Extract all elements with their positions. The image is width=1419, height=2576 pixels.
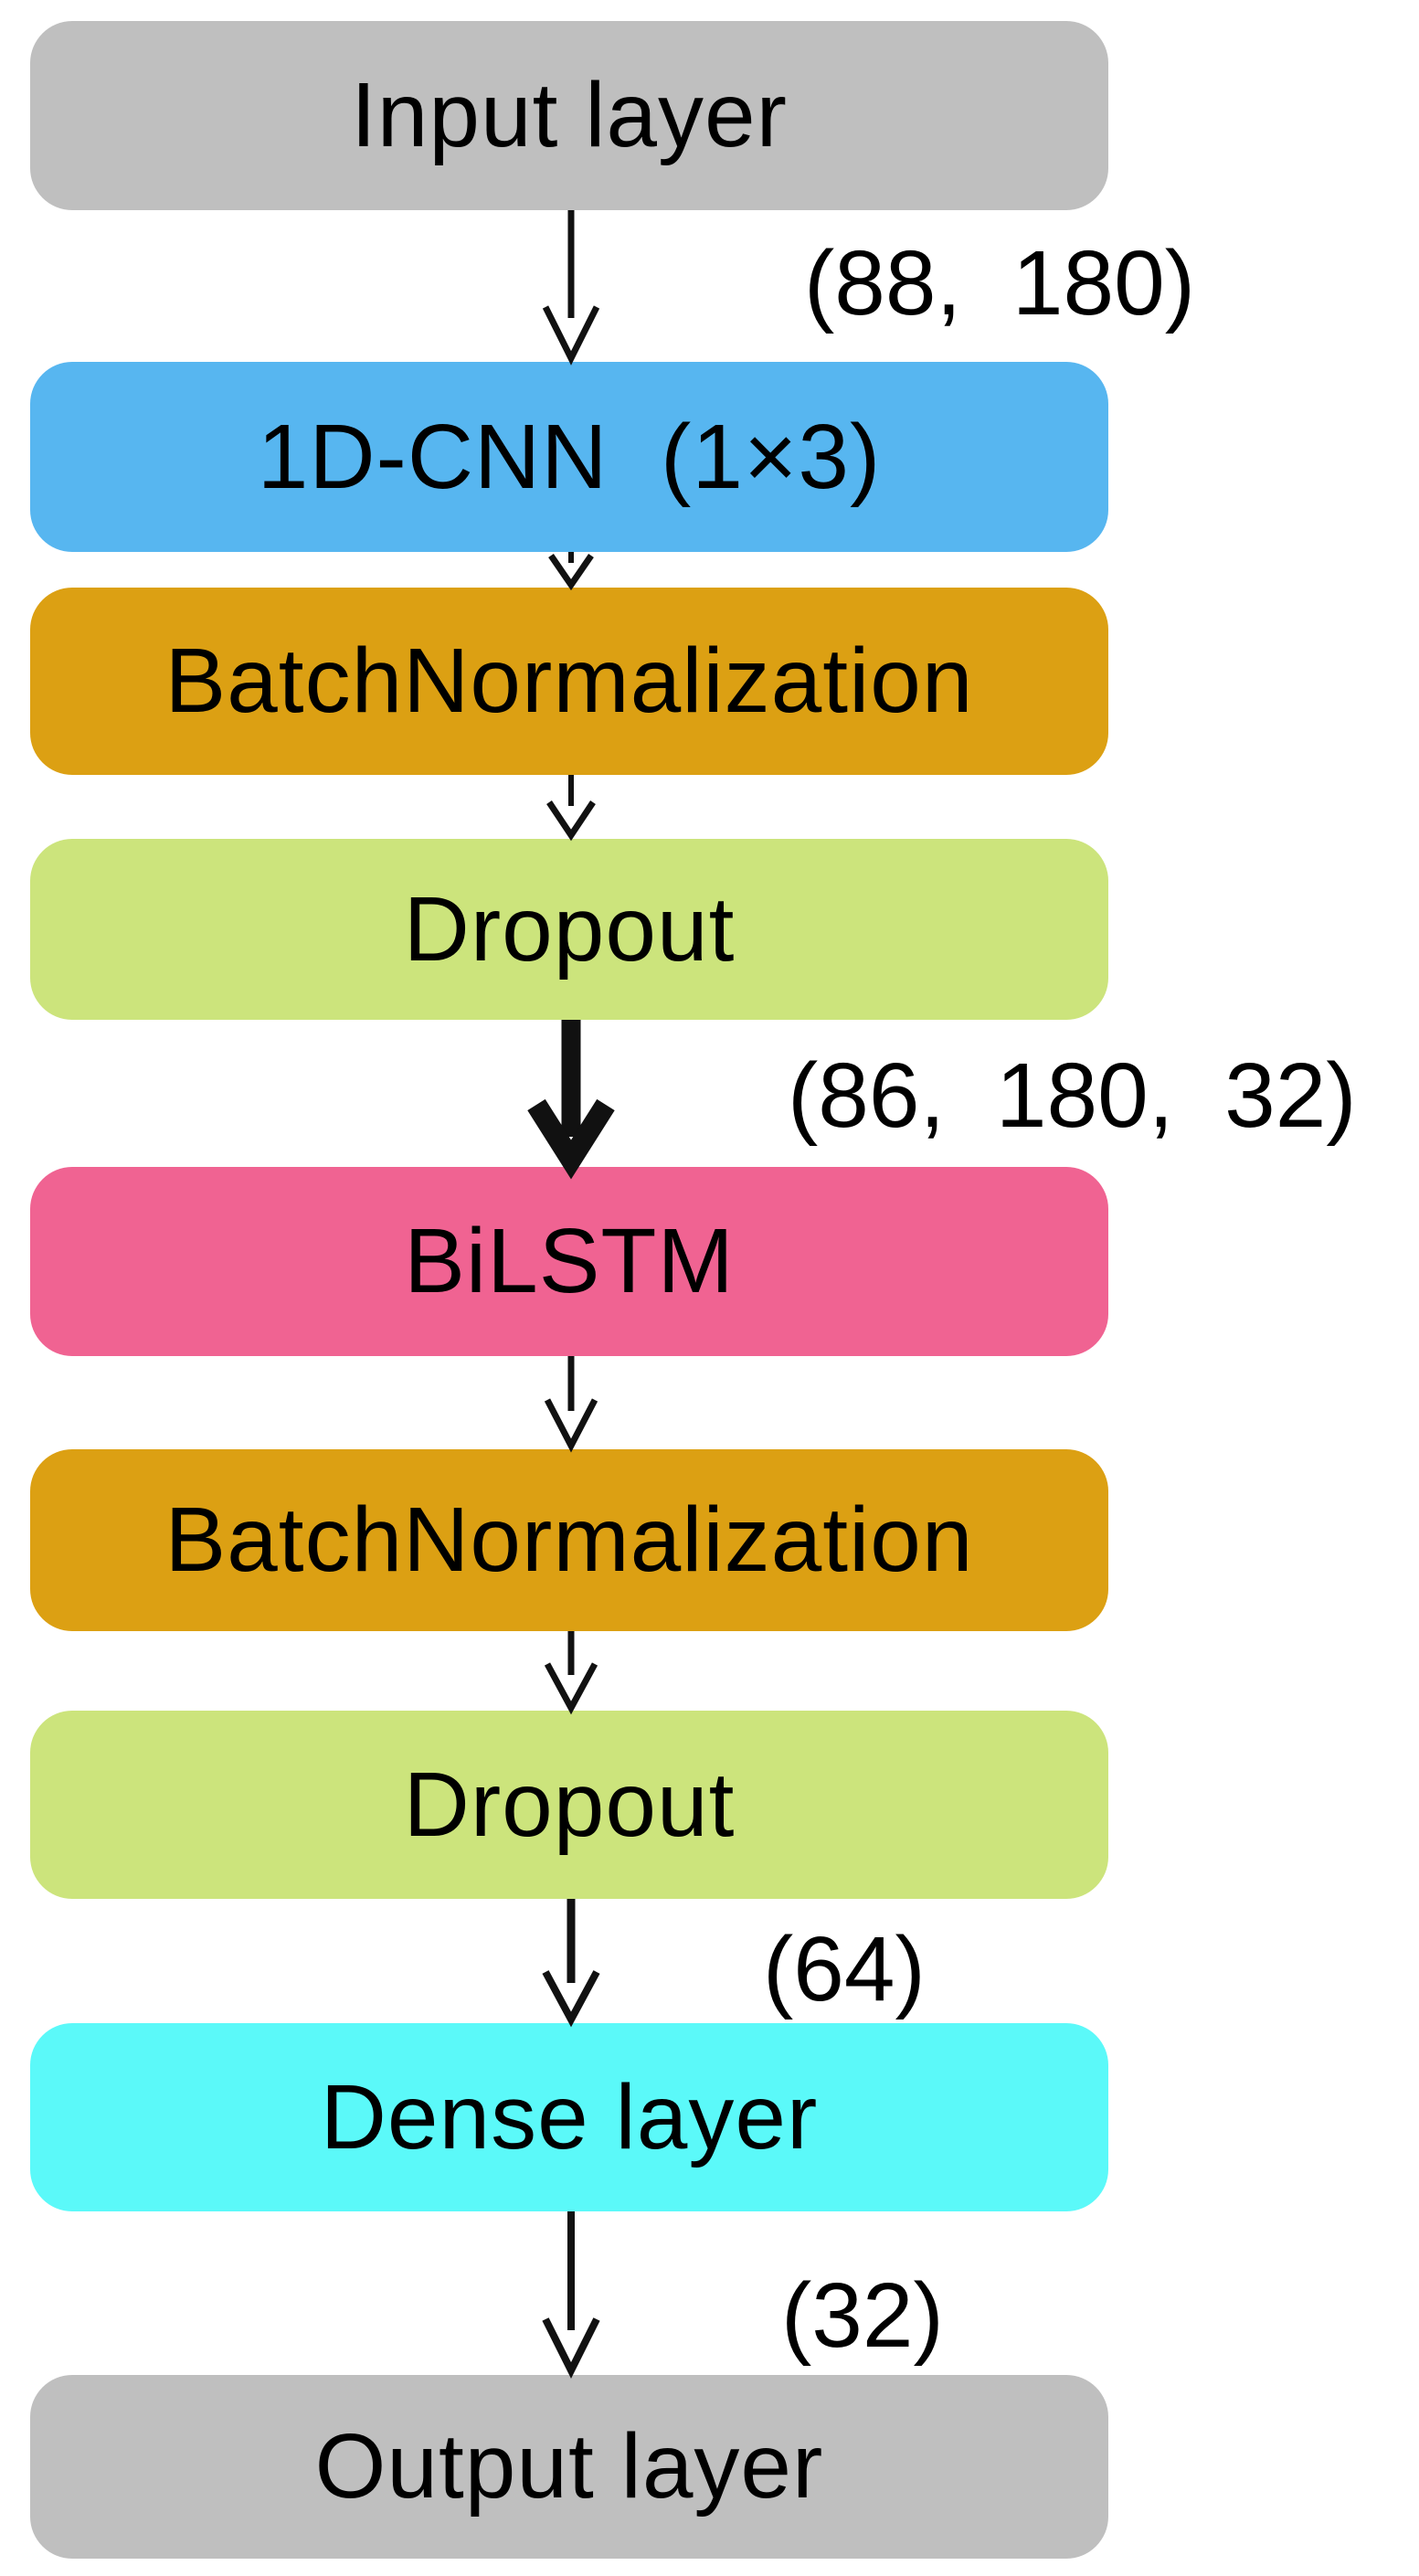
node-dropout-1-label: Dropout [403,877,736,981]
node-input-layer: Input layer [30,21,1108,210]
arrow-dropout-to-bilstm-icon [527,1020,615,1180]
arrow-input-to-cnn-icon [542,210,600,366]
arrow-batchnorm-to-dropout-2-icon [544,1631,598,1715]
node-input-layer-label: Input layer [351,64,788,166]
node-dense-layer: Dense layer [30,2023,1108,2211]
arrow-dropout-to-dense-icon [542,1899,600,2028]
node-output-layer: Output layer [30,2375,1108,2559]
node-batchnormalization-1-label: BatchNormalization [164,630,974,732]
node-1d-cnn-label: 1D-CNN (1×3) [257,405,882,508]
node-dropout-2: Dropout [30,1711,1108,1899]
node-batchnormalization-2-label: BatchNormalization [164,1489,974,1591]
node-dropout-1: Dropout [30,839,1108,1020]
node-output-layer-label: Output layer [314,2415,824,2518]
node-dropout-2-label: Dropout [403,1753,736,1856]
arrow-batchnorm-to-dropout-icon [546,775,596,842]
node-bilstm: BiLSTM [30,1167,1108,1356]
node-batchnormalization-2: BatchNormalization [30,1449,1108,1631]
arrow-dense-to-output-icon [542,2211,600,2379]
node-batchnormalization-1: BatchNormalization [30,588,1108,775]
edge-label-bilstm-output-shape: (64) [763,1918,926,2020]
arrow-cnn-to-batchnorm-icon [548,552,594,591]
edge-label-input-shape: (88, 180) [804,232,1196,334]
node-bilstm-label: BiLSTM [404,1210,735,1312]
arrow-bilstm-to-batchnorm-icon [544,1356,598,1453]
node-dense-layer-label: Dense layer [320,2065,819,2168]
node-1d-cnn: 1D-CNN (1×3) [30,362,1108,552]
edge-label-dense-output-shape: (32) [781,2264,944,2367]
edge-label-cnn-output-shape: (86, 180, 32) [788,1044,1357,1147]
